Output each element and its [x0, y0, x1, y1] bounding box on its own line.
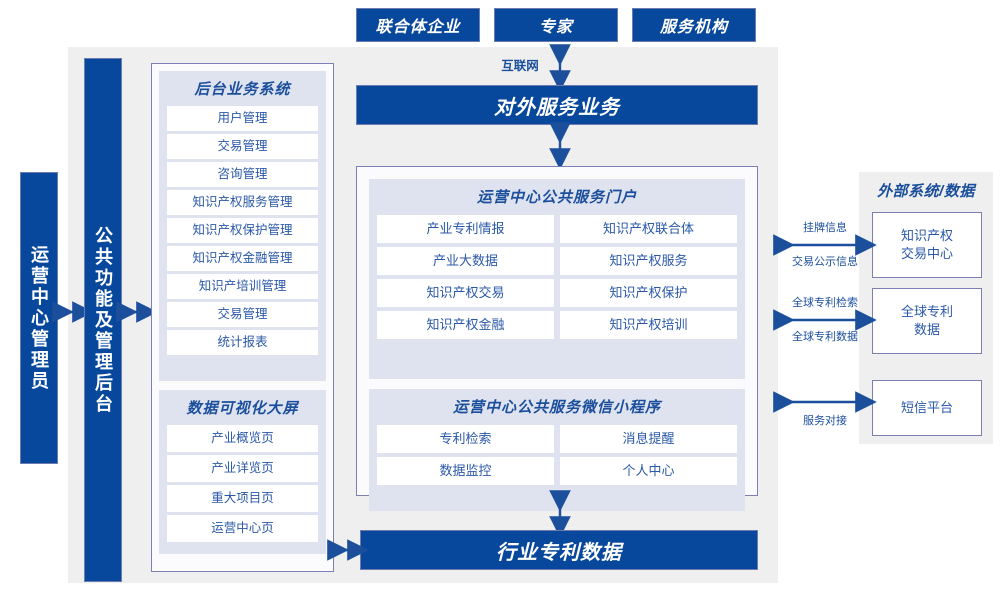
- top-actor-label: 专家: [538, 19, 573, 36]
- portal-item[interactable]: 产业大数据: [377, 247, 554, 275]
- external-link-label-below-0: 交易公示信息: [792, 256, 858, 268]
- external-link-arrow-2: [773, 391, 877, 413]
- top-actor-box-2[interactable]: 服务机构: [632, 8, 756, 42]
- backend-item[interactable]: 用户管理: [167, 106, 318, 131]
- backend-item[interactable]: 交易管理: [167, 134, 318, 159]
- miniprogram-item[interactable]: 消息提醒: [560, 425, 737, 453]
- visualization-group: 数据可视化大屏 产业概览页 产业详览页 重大项目页 运营中心页: [159, 390, 326, 554]
- visualization-list: 产业概览页 产业详览页 重大项目页 运营中心页: [167, 425, 318, 542]
- external-link-label-above-0: 挂牌信息: [803, 222, 847, 234]
- external-service-bar[interactable]: 对外服务业务: [356, 85, 758, 125]
- portal-data-arrow: [549, 490, 571, 538]
- portal-group: 运营中心公共服务门户 产业专利情报 知识产权联合体 产业大数据 知识产权服务 知…: [369, 179, 745, 379]
- visualization-item[interactable]: 运营中心页: [167, 515, 318, 542]
- miniprogram-title: 运营中心公共服务微信小程序: [452, 399, 661, 416]
- backend-item[interactable]: 知识产权金融管理: [167, 246, 318, 271]
- portal-item[interactable]: 知识产权联合体: [560, 215, 737, 243]
- backend-data-arrow: [327, 539, 369, 561]
- top-actor-box-1[interactable]: 专家: [494, 8, 618, 42]
- external-link-arrow-1: [773, 309, 877, 331]
- external-box-label: 知识产权 交易中心: [900, 228, 953, 261]
- common-function-bar[interactable]: 公共功能及管理后台: [84, 58, 122, 582]
- internet-label: 互联网: [492, 58, 548, 76]
- top-actor-label: 联合体企业: [375, 19, 461, 36]
- operator-bar-label: 运营中心管理员: [29, 244, 49, 392]
- external-link-arrow-0: [773, 234, 877, 256]
- miniprogram-item[interactable]: 专利检索: [377, 425, 554, 453]
- portal-item[interactable]: 知识产权保护: [560, 279, 737, 307]
- external-service-bar-label: 对外服务业务: [494, 96, 620, 119]
- visualization-item[interactable]: 产业详览页: [167, 455, 318, 482]
- portal-title: 运营中心公共服务门户: [476, 189, 637, 206]
- external-box-2[interactable]: 短信平台: [872, 380, 982, 436]
- backend-item[interactable]: 知识产培训管理: [167, 274, 318, 299]
- top-actor-box-0[interactable]: 联合体企业: [356, 8, 480, 42]
- backend-title: 后台业务系统: [194, 81, 291, 98]
- portal-item[interactable]: 知识产权金融: [377, 311, 554, 339]
- portal-item[interactable]: 知识产权交易: [377, 279, 554, 307]
- miniprogram-item[interactable]: 个人中心: [560, 457, 737, 485]
- external-link-label-below-1: 全球专利数据: [792, 331, 858, 343]
- external-link-label-above-1: 全球专利检索: [792, 297, 858, 309]
- backend-item[interactable]: 知识产权服务管理: [167, 190, 318, 215]
- external-box-label: 全球专利 数据: [900, 304, 953, 337]
- visualization-item[interactable]: 产业概览页: [167, 425, 318, 452]
- backend-item[interactable]: 咨询管理: [167, 162, 318, 187]
- industry-patent-data-bar[interactable]: 行业专利数据: [360, 530, 758, 570]
- backend-group: 后台业务系统 用户管理 交易管理 咨询管理 知识产权服务管理 知识产权保护管理 …: [159, 71, 326, 381]
- miniprogram-item[interactable]: 数据监控: [377, 457, 554, 485]
- portal-panel: 运营中心公共服务门户 产业专利情报 知识产权联合体 产业大数据 知识产权服务 知…: [356, 166, 758, 511]
- internet-label-text: 互联网: [501, 59, 539, 73]
- backend-list: 用户管理 交易管理 咨询管理 知识产权服务管理 知识产权保护管理 知识产权金融管…: [167, 106, 318, 355]
- top-actor-label: 服务机构: [659, 19, 728, 36]
- portal-item[interactable]: 知识产权服务: [560, 247, 737, 275]
- internet-arrow: [549, 44, 571, 92]
- portal-item[interactable]: 知识产权培训: [560, 311, 737, 339]
- external-box-1[interactable]: 全球专利 数据: [872, 288, 982, 354]
- backend-item[interactable]: 统计报表: [167, 330, 318, 355]
- backend-panel: 后台业务系统 用户管理 交易管理 咨询管理 知识产权服务管理 知识产权保护管理 …: [151, 63, 334, 572]
- visualization-title: 数据可视化大屏: [186, 400, 299, 417]
- external-panel-title-text: 外部系统/数据: [877, 183, 975, 200]
- common-function-bar-label: 公共功能及管理后台: [93, 225, 113, 415]
- backend-item[interactable]: 知识产权保护管理: [167, 218, 318, 243]
- service-portal-arrow: [549, 122, 571, 170]
- operator-common-arrow: [52, 301, 94, 323]
- external-box-label: 短信平台: [900, 400, 953, 415]
- portal-item[interactable]: 产业专利情报: [377, 215, 554, 243]
- external-box-0[interactable]: 知识产权 交易中心: [872, 212, 982, 278]
- external-panel-title: 外部系统/数据: [859, 180, 993, 202]
- common-backend-arrow: [116, 301, 158, 323]
- operator-bar[interactable]: 运营中心管理员: [20, 172, 58, 464]
- portal-grid: 产业专利情报 知识产权联合体 产业大数据 知识产权服务 知识产权交易 知识产权保…: [377, 215, 737, 339]
- external-link-label-below-2: 服务对接: [803, 415, 847, 427]
- visualization-item[interactable]: 重大项目页: [167, 485, 318, 512]
- backend-item[interactable]: 交易管理: [167, 302, 318, 327]
- miniprogram-group: 运营中心公共服务微信小程序 专利检索 消息提醒 数据监控 个人中心: [369, 389, 745, 511]
- industry-patent-data-label: 行业专利数据: [496, 541, 622, 564]
- miniprogram-grid: 专利检索 消息提醒 数据监控 个人中心: [377, 425, 737, 485]
